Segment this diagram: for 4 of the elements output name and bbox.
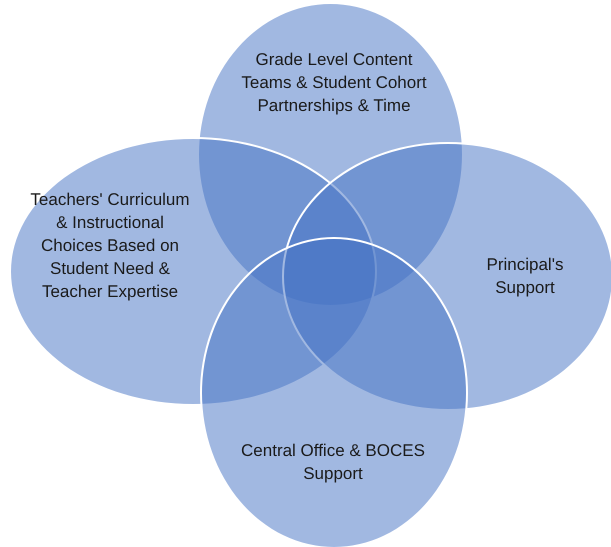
circle-label: Teachers' Curriculum & Instructional Choices Based on Student Need & Teacher Expertise (30, 189, 190, 303)
circle-label: Central Office & BOCES Support (240, 440, 426, 485)
circle-label: Principal's Support (486, 254, 564, 299)
circle-label: Grade Level Content Teams & Student Cohort Partnerships & Time (240, 49, 428, 117)
